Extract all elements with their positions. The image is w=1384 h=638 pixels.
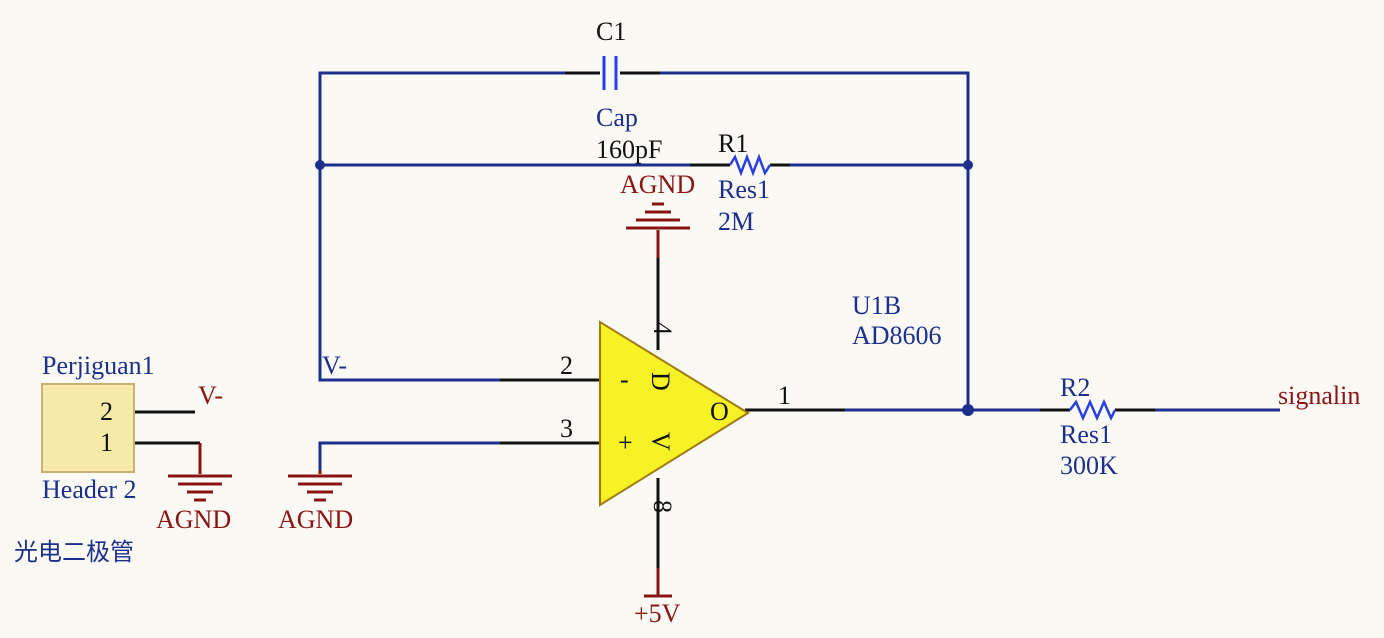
capacitor-c1-symbol[interactable] bbox=[602, 56, 618, 90]
opamp-pin-plus-number: 3 bbox=[560, 414, 573, 443]
opamp-plus-sign: + bbox=[618, 428, 633, 457]
agnd-input-symbol bbox=[288, 470, 352, 502]
header-caption: 光电二极管 bbox=[14, 538, 134, 566]
r1-ref-label: R1 bbox=[718, 129, 748, 158]
resistor-r2-symbol[interactable] bbox=[1069, 398, 1117, 422]
opamp-out-letter: O bbox=[710, 397, 729, 426]
r2-ref-label: R2 bbox=[1060, 373, 1090, 402]
vminus-header-label: V- bbox=[198, 381, 223, 410]
c1-type-label: Cap bbox=[596, 103, 638, 132]
u1-ref-label: U1B bbox=[852, 291, 901, 320]
r1-value-label: 2M bbox=[718, 207, 754, 236]
opamp-pin-minus-number: 2 bbox=[560, 351, 573, 380]
wires-blue bbox=[318, 71, 1280, 470]
opamp-pin-top-number: 4 bbox=[648, 322, 677, 335]
r1-type-label: Res1 bbox=[718, 175, 770, 204]
opamp-minus-sign: - bbox=[620, 365, 629, 394]
header-perjiguan1-symbol[interactable] bbox=[41, 383, 135, 473]
junction-dot bbox=[963, 160, 973, 170]
opamp-u1b-symbol[interactable] bbox=[599, 320, 750, 507]
junction-dot bbox=[962, 404, 974, 416]
vcc-label: +5V bbox=[634, 599, 681, 628]
opamp-pin-bottom-number: 8 bbox=[648, 500, 677, 513]
agnd-top-label: AGND bbox=[620, 170, 695, 199]
r2-type-label: Res1 bbox=[1060, 420, 1112, 449]
header-type-label: Header 2 bbox=[42, 475, 137, 504]
c1-value-label: 160pF bbox=[596, 135, 662, 164]
opamp-pin-out-number: 1 bbox=[778, 381, 791, 410]
vcc-symbol bbox=[644, 568, 672, 598]
vminus-net-label: V- bbox=[322, 351, 347, 380]
agnd-input-label: AGND bbox=[278, 505, 353, 534]
agnd-top-symbol bbox=[626, 202, 690, 258]
wires-black bbox=[135, 71, 1155, 568]
header-pin1-number: 1 bbox=[100, 428, 113, 457]
agnd-header-label: AGND bbox=[156, 505, 231, 534]
junction-dot bbox=[315, 160, 325, 170]
resistor-r1-symbol[interactable] bbox=[728, 153, 772, 177]
c1-ref-label: C1 bbox=[596, 17, 626, 46]
signalin-net-label: signalin bbox=[1278, 381, 1360, 410]
opamp-v-letter: V bbox=[646, 432, 675, 451]
header-pin2-number: 2 bbox=[100, 397, 113, 426]
u1-part-label: AD8606 bbox=[852, 321, 942, 350]
opamp-d-letter: D bbox=[646, 372, 675, 391]
header-ref-label: Perjiguan1 bbox=[42, 351, 155, 380]
agnd-header-symbol bbox=[168, 443, 232, 502]
r2-value-label: 300K bbox=[1060, 451, 1118, 480]
